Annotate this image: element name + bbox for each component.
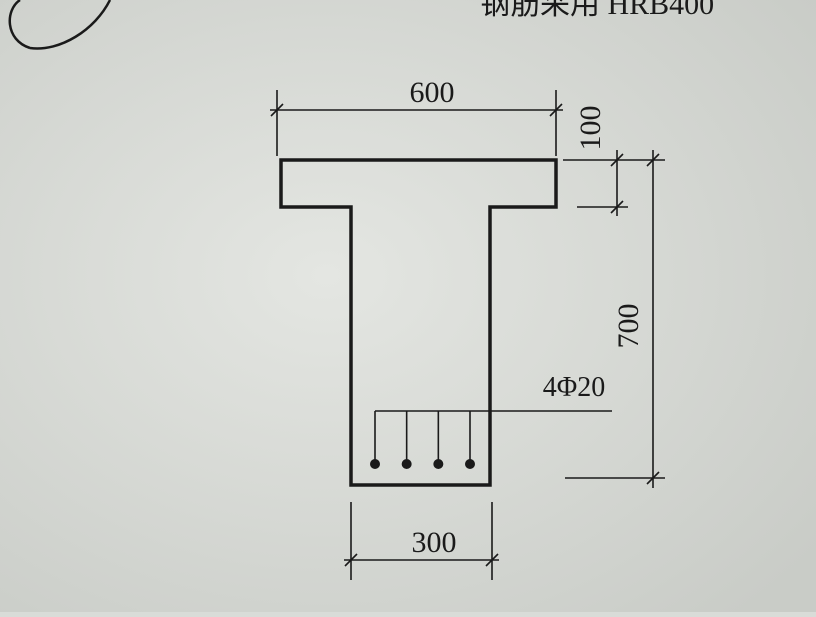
flange-thickness-dimension	[563, 150, 628, 216]
web-width-dimension	[344, 502, 499, 580]
flange-thickness-tick-bottom	[610, 200, 624, 214]
rebar-dot	[370, 459, 380, 469]
rebar-dot	[465, 459, 475, 469]
total-height-label: 700	[612, 304, 645, 349]
rebar-group	[370, 410, 612, 469]
web-width-tick-right	[485, 553, 499, 567]
flange-width-dimension	[270, 90, 563, 156]
header-text-fragment: 钢筋采用 HRB400	[480, 0, 714, 21]
rebar-dot	[401, 459, 412, 469]
web-width-label: 300	[412, 526, 457, 559]
flange-thickness-tick-top	[610, 153, 624, 167]
t-beam-outline	[279, 158, 558, 487]
total-height-tick-bottom	[646, 471, 660, 485]
total-height-dimension	[565, 150, 665, 488]
rebar-dot	[433, 459, 444, 469]
rebar-label: 4Φ20	[543, 372, 605, 403]
flange-width-tick-left	[270, 103, 284, 117]
flange-width-label: 600	[410, 76, 455, 109]
total-height-tick-top	[646, 153, 660, 167]
flange-width-tick-right	[549, 103, 563, 117]
web-width-tick-left	[344, 553, 358, 567]
pen-scribble	[8, 0, 112, 50]
flange-thickness-label: 100	[574, 106, 607, 151]
